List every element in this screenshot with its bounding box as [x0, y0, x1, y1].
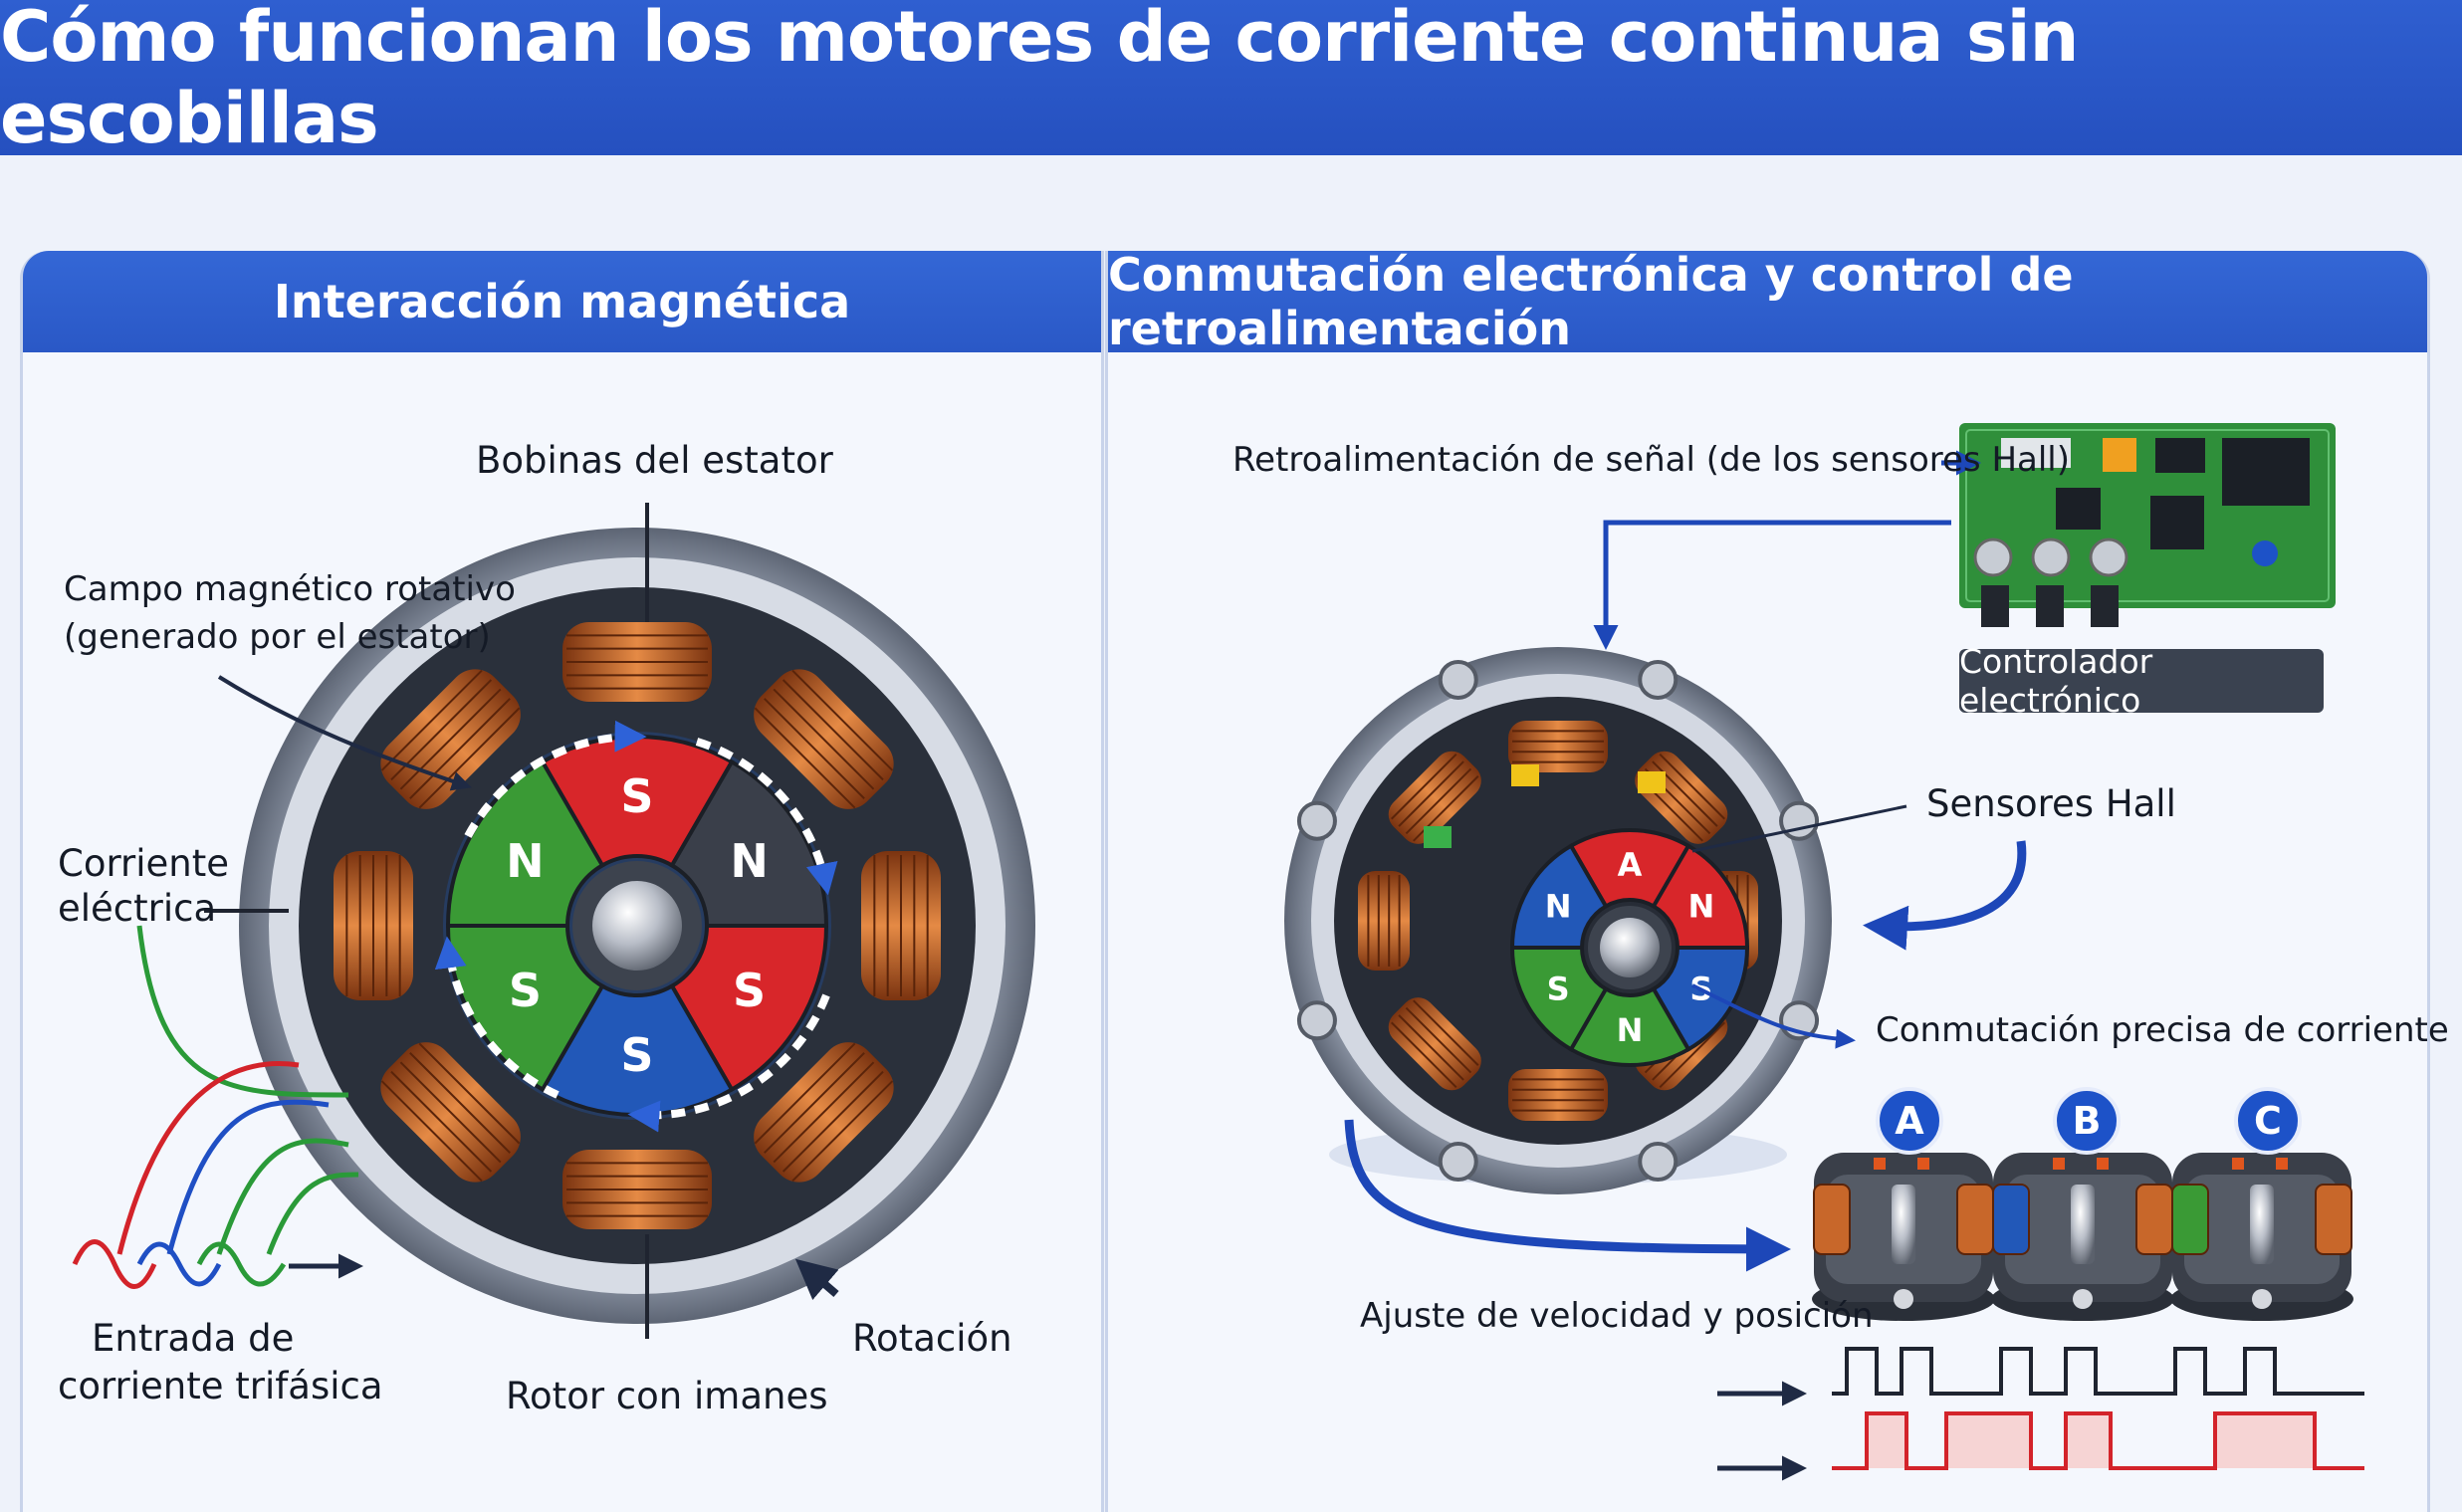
phase-badge-c: C	[2234, 1087, 2302, 1155]
stator-coil	[754, 669, 894, 809]
three-phase-input	[72, 925, 363, 1289]
stator-coil	[1358, 871, 1410, 971]
phase-unit	[2170, 1153, 2353, 1321]
bolt	[1438, 659, 1478, 700]
rotor-pole-label: S	[509, 964, 542, 1017]
feedback-arrow	[1593, 520, 1951, 650]
page-title: Cómo funcionan los motores de corriente …	[0, 0, 2079, 159]
hall-sensor-3	[1424, 826, 1452, 848]
stator-coil	[861, 851, 941, 1000]
bolt	[1296, 800, 1337, 841]
stator-coil	[1388, 997, 1481, 1091]
rotor-pole-label: S	[733, 964, 766, 1017]
label-feedback: Retroalimentación de señal (de los senso…	[1232, 440, 2071, 480]
pcb-controller	[1959, 423, 2336, 627]
leader-rotating-field	[217, 675, 472, 791]
hall-sensor-1	[1511, 764, 1539, 786]
label-hall-sensors: Sensores Hall	[1926, 782, 2176, 825]
rotor-pole-label: A	[1618, 846, 1643, 884]
rotor-pole-label: N	[730, 834, 769, 888]
bolt	[1296, 1000, 1337, 1041]
hall-arrow	[1863, 840, 2027, 951]
label-rotation: Rotación	[852, 1317, 1012, 1360]
controller-label: Controlador electrónico	[1959, 642, 2324, 720]
phase-badge-b: B	[2053, 1087, 2121, 1155]
rotor-pole-label: S	[1547, 971, 1570, 1008]
housing-bolts	[1296, 659, 1820, 1183]
label-current: Corriente	[58, 842, 230, 885]
stator-coil	[380, 1042, 521, 1183]
rotor-pole-label: N	[1545, 888, 1572, 926]
label-input: Entrada de	[92, 1317, 295, 1360]
stator-coil	[562, 1150, 712, 1229]
stator-coil	[562, 622, 712, 702]
panel-heading-left: Interacción magnética	[23, 251, 1101, 352]
adjust-arrow	[1344, 1119, 1791, 1272]
phase-windings	[1812, 1153, 2353, 1321]
phase-badge-a: A	[1876, 1087, 1943, 1155]
rotor-magnet	[669, 758, 829, 928]
label-commutation: Conmutación precisa de corriente	[1876, 1010, 2449, 1050]
panel-heading-right: Conmutación electrónica y control de ret…	[1108, 248, 2427, 355]
rotor-magnet	[1509, 843, 1609, 950]
stator-coil	[334, 851, 413, 1000]
rotor-magnet	[1509, 946, 1609, 1052]
rotation-arrow	[794, 1258, 839, 1301]
label-rotating-field-sub: (generado por el estator)	[64, 617, 491, 657]
label-stator-coils: Bobinas del estator	[476, 439, 833, 482]
rotor-magnet	[1651, 946, 1750, 1052]
label-current-sub: eléctrica	[58, 887, 217, 930]
commutation-arrow	[1691, 983, 1856, 1049]
label-input-sub: corriente trifásica	[58, 1365, 383, 1407]
rotor-magnet	[540, 982, 735, 1117]
rotor-magnet	[669, 924, 829, 1093]
stator-coil	[380, 669, 521, 809]
rotor-pole-label: N	[1687, 888, 1714, 926]
stator-coil	[1388, 751, 1481, 844]
rotor-pole-label: S	[620, 769, 653, 823]
hall-sensor-2	[1638, 771, 1666, 793]
stator-coils-left	[334, 622, 941, 1229]
shaft-right	[1600, 918, 1660, 977]
rotor-pole-label: N	[1617, 1011, 1644, 1049]
phase-unit	[1812, 1153, 1995, 1321]
rotor-magnet	[1651, 843, 1750, 950]
phase-unit	[1991, 1153, 2174, 1321]
label-rotating-field: Campo magnético rotativo	[64, 569, 516, 609]
stator-coil	[1508, 721, 1608, 772]
rotor-magnet	[1568, 828, 1691, 910]
label-adjust: Ajuste de velocidad y posición	[1360, 1296, 1874, 1336]
rotor-pole-label: S	[620, 1028, 653, 1082]
commutation-signals	[1717, 1347, 2364, 1481]
rotor-pole-label: N	[506, 834, 545, 888]
shaft-left	[592, 881, 682, 971]
label-rotor: Rotor con imanes	[506, 1375, 828, 1417]
bolt	[1638, 1142, 1679, 1183]
bldc-motor-left: S N S S S N	[239, 528, 1035, 1324]
bolt	[1779, 800, 1820, 841]
bolt	[1438, 1142, 1478, 1183]
leader-hall	[1691, 804, 1907, 853]
rotor-magnet	[1568, 985, 1691, 1067]
title-bar: Cómo funcionan los motores de corriente …	[0, 0, 2462, 159]
stator-coil	[754, 1042, 894, 1183]
bolt	[1638, 659, 1679, 700]
stator-coil	[1508, 1069, 1608, 1121]
